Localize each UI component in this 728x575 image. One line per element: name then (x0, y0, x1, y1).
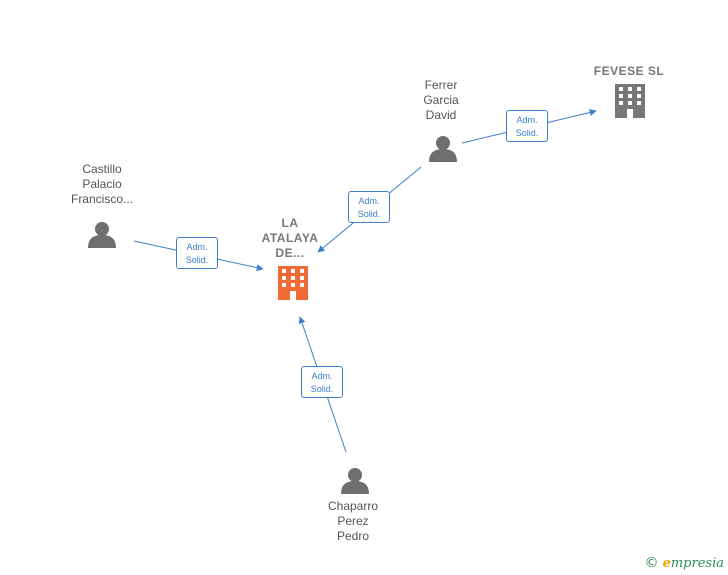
brand-name: mpresia (670, 556, 724, 571)
brand-logo: © empresia (644, 555, 724, 571)
person-icon[interactable] (88, 222, 116, 248)
person-label-ferrer[interactable]: Ferrer Garcia David (423, 78, 459, 122)
edge-label-ferrer-atalaya: Adm. Solid. (348, 191, 390, 223)
company-label-fevese[interactable]: FEVESE SL (593, 64, 665, 78)
edge-label-chaparro-atalaya: Adm. Solid. (301, 366, 343, 398)
person-icon[interactable] (429, 136, 457, 162)
copyright-symbol: © (644, 555, 659, 571)
person-icon[interactable] (341, 468, 369, 494)
building-icon[interactable] (615, 84, 645, 118)
edge-label-ferrer-fevese: Adm. Solid. (506, 110, 548, 142)
edge-label-castillo-atalaya: Adm. Solid. (176, 237, 218, 269)
company-label-atalaya[interactable]: LA ATALAYA DE... (261, 216, 319, 260)
person-label-castillo[interactable]: Castillo Palacio Francisco... (70, 162, 133, 206)
brand-e: e (662, 556, 671, 571)
person-label-chaparro[interactable]: Chaparro Perez Pedro (327, 499, 379, 543)
building-icon[interactable] (278, 266, 308, 300)
